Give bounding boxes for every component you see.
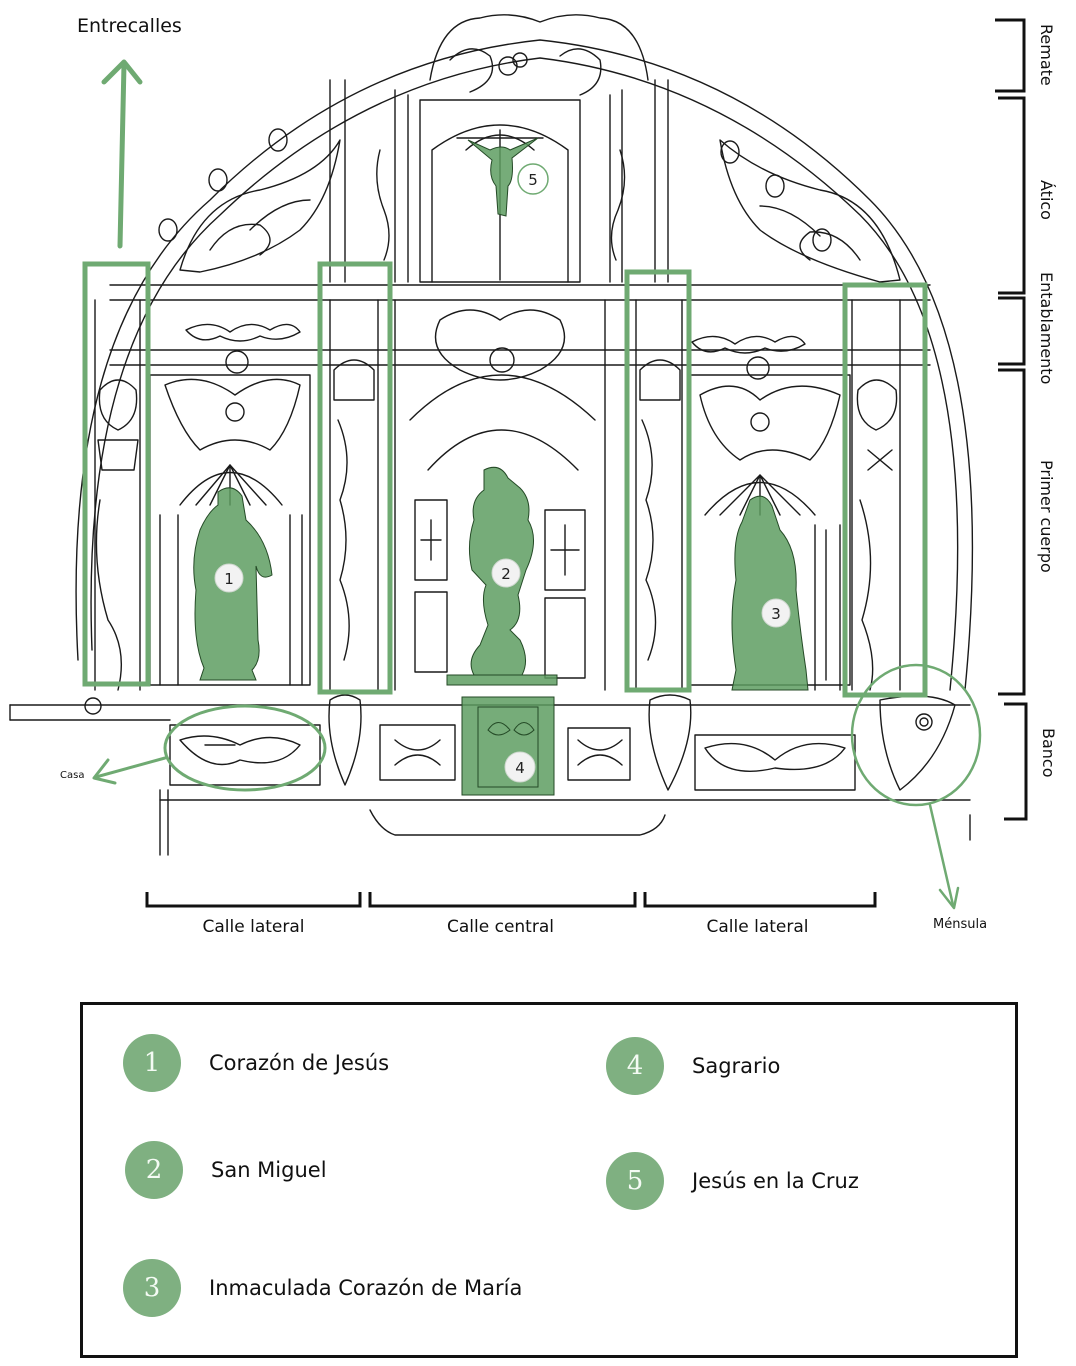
calle-brackets xyxy=(145,892,877,908)
section-label-banco: Banco xyxy=(1039,728,1058,778)
calle-label-lateral-left: Calle lateral xyxy=(202,917,305,937)
remate-crest xyxy=(429,14,649,96)
statue-san-miguel-base xyxy=(446,674,558,686)
banco xyxy=(9,694,971,856)
mensula-arrow xyxy=(928,803,955,907)
legend-box: 1 Corazón de Jesús 2 San Miguel 3 Inmacu… xyxy=(80,1002,1018,1358)
entrecalles-arrow xyxy=(117,61,127,249)
arch-cherubs xyxy=(158,128,832,252)
svg-text:5: 5 xyxy=(528,171,538,189)
bracket-banco xyxy=(1004,702,1028,821)
section-label-primer-cuerpo: Primer cuerpo xyxy=(1037,460,1056,573)
legend-number-badge: 5 xyxy=(606,1152,664,1210)
svg-text:2: 2 xyxy=(501,565,511,583)
casa-highlight-ellipse xyxy=(163,704,327,792)
entrecalle-frame-2 xyxy=(317,261,393,695)
mensula-highlight-ellipse xyxy=(850,663,982,807)
outer-arch xyxy=(75,39,974,691)
marker-4: 4 xyxy=(504,751,536,783)
marker-3: 3 xyxy=(761,598,791,628)
legend-item-3: 3 Inmaculada Corazón de María xyxy=(123,1259,522,1317)
legend-label: San Miguel xyxy=(211,1158,327,1182)
bracket-primer-cuerpo xyxy=(998,368,1026,696)
legend-label: Corazón de Jesús xyxy=(209,1051,390,1075)
statues xyxy=(193,137,809,796)
section-brackets xyxy=(995,18,1028,821)
entablature xyxy=(109,284,931,380)
bracket-calle-lateral-right xyxy=(643,892,877,908)
legend-number-badge: 2 xyxy=(125,1141,183,1199)
inner-arch xyxy=(90,57,959,691)
legend-number-badge: 1 xyxy=(123,1034,181,1092)
label-entrecalles: Entrecalles xyxy=(77,15,182,37)
legend-label: Inmaculada Corazón de María xyxy=(209,1276,523,1300)
casa-arrowhead xyxy=(92,758,117,785)
sagrario-ornament xyxy=(477,706,539,788)
bracket-entablamento xyxy=(998,296,1026,366)
entrecalle-frame-4 xyxy=(842,282,928,698)
legend-label: Sagrario xyxy=(692,1054,781,1078)
bracket-atico xyxy=(998,96,1026,295)
section-label-remate: Remate xyxy=(1037,24,1056,86)
bracket-calle-central xyxy=(368,892,637,908)
casa-arrow xyxy=(94,756,167,779)
svg-text:1: 1 xyxy=(224,570,234,588)
section-label-atico: Ático xyxy=(1037,180,1056,220)
label-casa: Casa xyxy=(60,770,85,781)
legend-item-2: 2 San Miguel xyxy=(125,1141,327,1199)
central-niche xyxy=(394,299,606,691)
bracket-calle-lateral-left xyxy=(145,892,362,908)
legend-item-1: 1 Corazón de Jesús xyxy=(123,1034,389,1092)
green-highlights xyxy=(82,59,982,910)
entrecalles-arrowhead xyxy=(101,59,143,85)
marker-2: 2 xyxy=(491,558,521,588)
legend-item-5: 5 Jesús en la Cruz xyxy=(606,1152,859,1210)
statue-jesus-en-la-cruz xyxy=(467,137,539,217)
label-mensula: Ménsula xyxy=(933,917,988,932)
legend-number-badge: 3 xyxy=(123,1259,181,1317)
svg-text:3: 3 xyxy=(771,605,781,623)
section-label-entablamento: Entablamento xyxy=(1037,272,1056,385)
entrecalle-frame-1 xyxy=(82,261,151,687)
columns xyxy=(94,299,901,691)
svg-text:4: 4 xyxy=(515,759,525,777)
calle-label-central: Calle central xyxy=(447,917,554,937)
bracket-remate xyxy=(995,18,1026,93)
calle-label-lateral-right: Calle lateral xyxy=(706,917,809,937)
legend-label: Jesús en la Cruz xyxy=(692,1169,859,1193)
entrecalle-frame-3 xyxy=(624,269,692,693)
drawing-markers: 1 2 3 4 5 xyxy=(214,163,791,783)
altarpiece-drawing: 1 2 3 4 5 xyxy=(9,14,1028,910)
statue-corazon-de-maria xyxy=(731,495,809,691)
sagrario xyxy=(461,696,555,796)
mensula-arrowhead xyxy=(938,886,960,910)
attic-scrolls xyxy=(179,139,901,283)
legend-number-badge: 4 xyxy=(606,1037,664,1095)
marker-5: 5 xyxy=(517,163,549,195)
legend-item-4: 4 Sagrario xyxy=(606,1037,780,1095)
marker-1: 1 xyxy=(214,563,244,593)
